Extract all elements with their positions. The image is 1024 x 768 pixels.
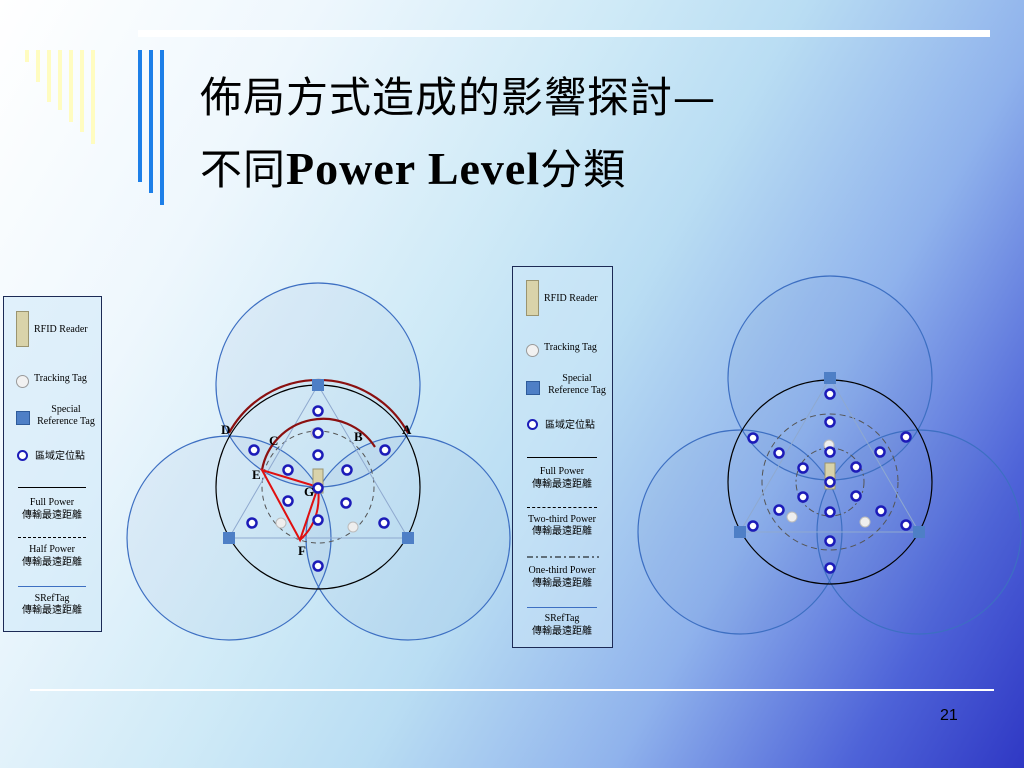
location-point-icon — [527, 419, 538, 430]
legend-sreftag-1: SRefTag — [544, 613, 580, 624]
half-power-line — [18, 537, 86, 538]
rfid-reader — [824, 462, 836, 490]
sreftag-line — [527, 607, 597, 608]
region-e-f-g — [259, 468, 320, 543]
point-label-a: A — [402, 422, 412, 437]
legend-full-power-1: Full Power — [539, 466, 585, 477]
slide-title-line-1: 佈局方式造成的影響探討— — [200, 73, 717, 122]
rfid-reader-icon — [16, 311, 29, 347]
tracking-tag — [275, 517, 287, 529]
blue-accent-bars — [138, 50, 164, 205]
legend-twothird-power-1: Two-third Power — [528, 514, 596, 525]
special-reference-tag-icon — [526, 381, 540, 395]
tracking-tag-icon — [526, 344, 539, 357]
tracking-tag-icon — [16, 375, 29, 388]
point-label-f: F — [298, 543, 306, 558]
special-reference-tag — [223, 532, 235, 544]
point-label-c: C — [269, 433, 278, 448]
legend-half-power-1: Half Power — [29, 544, 75, 555]
legend-reader-label: RFID Reader — [544, 293, 598, 304]
legend-sreftag-2: 傳輸最遠距離 — [22, 605, 82, 616]
legend-left: RFID Reader Tracking Tag Special Referen… — [3, 296, 102, 632]
bottom-rule — [30, 689, 994, 691]
region-inner-arc — [260, 417, 376, 471]
legend-location-label: 區域定位點 — [545, 420, 595, 431]
full-power-line — [18, 487, 86, 488]
legend-sreftag-2: 傳輸最遠距離 — [532, 626, 592, 637]
sreftag-line — [18, 586, 86, 587]
two-third-power-line — [527, 507, 597, 508]
legend-full-power-2: 傳輸最遠距離 — [22, 510, 82, 521]
legend-middle: RFID Reader Tracking Tag Special Referen… — [512, 266, 613, 648]
legend-onethird-power-2: 傳輸最遠距離 — [532, 578, 592, 589]
diagram-half-power: D A B C E G F — [126, 282, 511, 641]
title-latin: Power Level — [286, 143, 541, 194]
special-reference-tag — [312, 379, 324, 391]
legend-half-power-2: 傳輸最遠距離 — [22, 557, 82, 568]
legend-onethird-power-1: One-third Power — [528, 565, 596, 576]
rfid-reader-icon — [526, 280, 539, 316]
tracking-tag — [786, 511, 798, 523]
top-rule — [138, 30, 990, 37]
special-reference-tag — [824, 372, 836, 384]
point-label-e: E — [252, 467, 261, 482]
title-suffix: 分類 — [540, 145, 627, 194]
diagram-third-power — [637, 275, 1022, 635]
legend-reader-label: RFID Reader — [34, 324, 88, 335]
legend-special-label: Special Reference Tag — [548, 373, 606, 396]
legend-full-power-2: 傳輸最遠距離 — [532, 479, 592, 490]
one-third-power-line — [527, 556, 599, 558]
legend-location-label: 區域定位點 — [35, 451, 85, 462]
full-power-line — [527, 457, 597, 458]
two-third-power-circle — [761, 413, 899, 551]
point-label-d: D — [221, 422, 230, 437]
location-points — [747, 388, 912, 574]
tracking-tag — [347, 521, 359, 533]
legend-full-power-1: Full Power — [29, 497, 75, 508]
slide-title-line-2: 不同Power Level分類 — [200, 136, 626, 197]
title-prefix: 不同 — [200, 145, 287, 194]
legend-tracking-label: Tracking Tag — [544, 342, 597, 353]
left-light-bars — [25, 50, 95, 144]
location-point-icon — [17, 450, 28, 461]
special-reference-tag — [402, 532, 414, 544]
special-reference-tag-icon — [16, 411, 30, 425]
legend-sreftag-1: SRefTag — [34, 593, 70, 604]
reference-triangle — [228, 384, 409, 539]
point-label-g: G — [304, 484, 314, 499]
special-reference-tag — [734, 526, 746, 538]
point-label-b: B — [354, 429, 363, 444]
reference-triangle — [739, 377, 920, 533]
legend-special-label: Special Reference Tag — [37, 404, 95, 427]
legend-twothird-power-2: 傳輸最遠距離 — [532, 526, 592, 537]
location-points — [246, 405, 391, 572]
tracking-tag — [859, 516, 871, 528]
legend-tracking-label: Tracking Tag — [34, 373, 87, 384]
special-reference-tag — [913, 526, 925, 538]
page-number: 21 — [940, 707, 958, 724]
